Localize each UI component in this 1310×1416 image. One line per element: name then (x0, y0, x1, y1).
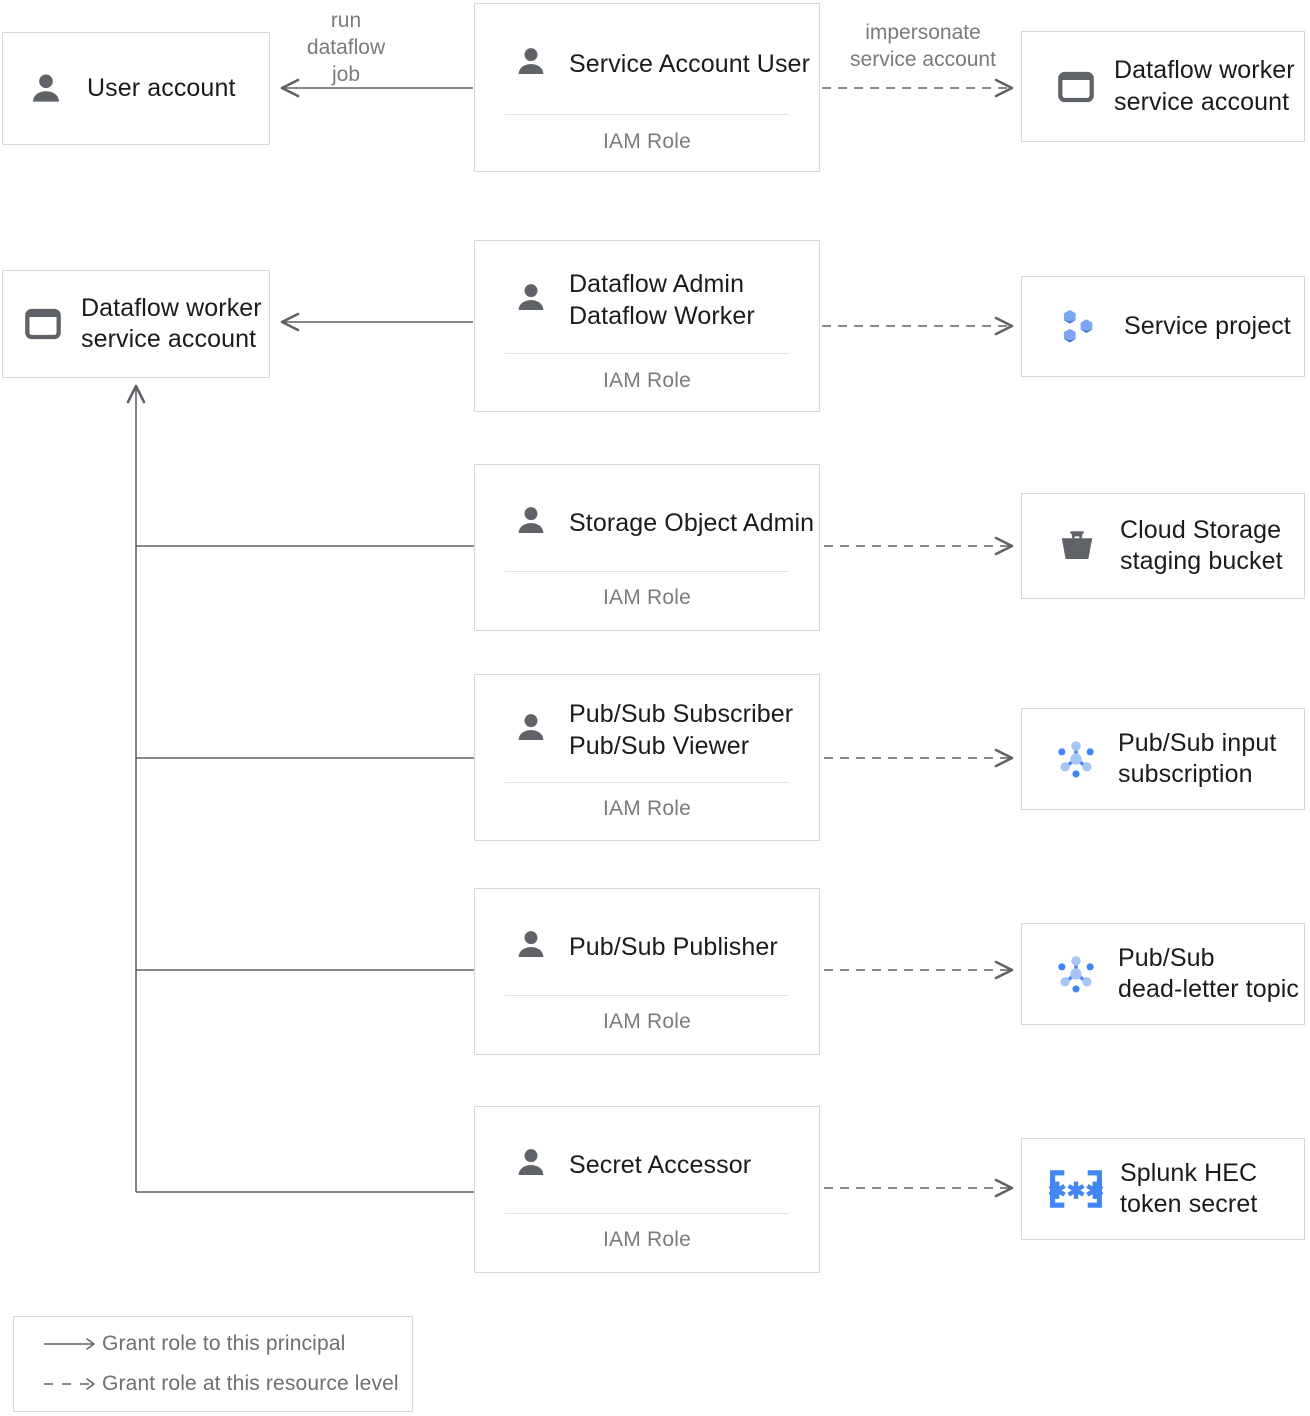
role-subtitle: IAM Role (603, 797, 691, 820)
role-subtitle: IAM Role (603, 586, 691, 609)
resource-splunk-hec-token-secret[interactable]: ✱✱✱ Splunk HEC token secret (1021, 1138, 1305, 1240)
role-card-storage-object-admin[interactable]: Storage Object Admin IAM Role (474, 464, 820, 631)
person-icon (511, 501, 551, 546)
legend-label: Grant role at this resource level (102, 1372, 399, 1395)
role-name: Dataflow Admin Dataflow Worker (569, 270, 755, 330)
person-icon (511, 925, 551, 970)
role-subtitle: IAM Role (603, 130, 691, 153)
resource-pubsub-dead-letter-topic[interactable]: Pub/Sub dead-letter topic (1021, 923, 1305, 1025)
legend-item-grant-role-to-principal: Grant role to this principal (14, 1329, 412, 1359)
role-card-dataflow-admin-worker[interactable]: Dataflow Admin Dataflow Worker IAM Role (474, 240, 820, 412)
resource-label: Splunk HEC token secret (1120, 1158, 1258, 1219)
dashed-arrow-icon (42, 1376, 102, 1392)
resource-label: Dataflow worker service account (1114, 56, 1295, 116)
legend: Grant role to this principal Grant role … (13, 1316, 413, 1412)
role-card-service-account-user[interactable]: Service Account User IAM Role (474, 3, 820, 172)
resource-cloud-storage-staging-bucket[interactable]: Cloud Storage staging bucket (1021, 493, 1305, 599)
project-hexagons-icon (1056, 304, 1102, 350)
role-name: Secret Accessor (569, 1150, 752, 1179)
card-divider (505, 114, 789, 115)
card-divider (505, 353, 789, 354)
service-account-icon (23, 304, 63, 344)
legend-item-grant-role-at-resource-level: Grant role at this resource level (14, 1369, 412, 1399)
resource-label: Service project (1124, 311, 1291, 340)
entity-label: Dataflow worker service account (81, 293, 262, 354)
resource-dataflow-worker-service-account[interactable]: Dataflow worker service account (1021, 31, 1305, 142)
role-card-secret-accessor[interactable]: Secret Accessor IAM Role (474, 1106, 820, 1273)
resource-label: Cloud Storage staging bucket (1120, 515, 1283, 576)
person-icon (511, 708, 551, 753)
role-subtitle: IAM Role (603, 369, 691, 392)
person-icon (511, 42, 551, 87)
svg-text:✱✱✱: ✱✱✱ (1048, 1179, 1105, 1204)
resource-service-project[interactable]: Service project (1021, 276, 1305, 377)
legend-label: Grant role to this principal (102, 1332, 346, 1355)
entity-label: User account (87, 73, 236, 102)
person-icon (511, 278, 551, 323)
person-icon (25, 68, 67, 110)
role-name: Storage Object Admin (569, 508, 815, 537)
role-name: Service Account User (569, 49, 810, 78)
edge-caption-impersonate-service-account: impersonate service account (850, 21, 996, 71)
service-account-icon (1056, 67, 1096, 107)
role-card-pubsub-publisher[interactable]: Pub/Sub Publisher IAM Role (474, 888, 820, 1055)
card-divider (505, 571, 789, 572)
role-subtitle: IAM Role (603, 1228, 691, 1251)
role-name: Pub/Sub Publisher (569, 932, 778, 961)
card-divider (505, 782, 789, 783)
person-icon (511, 1143, 551, 1188)
edge-caption-run-dataflow-job: run dataflow job (306, 9, 386, 86)
secret-manager-icon: ✱✱✱ (1046, 1165, 1106, 1213)
pubsub-icon (1050, 733, 1102, 785)
role-name: Pub/Sub Subscriber Pub/Sub Viewer (569, 700, 794, 760)
resource-label: Pub/Sub input subscription (1118, 728, 1277, 789)
entity-dataflow-worker-service-account[interactable]: Dataflow worker service account (2, 270, 270, 378)
resource-pubsub-input-subscription[interactable]: Pub/Sub input subscription (1021, 708, 1305, 810)
entity-user-account[interactable]: User account (2, 32, 270, 145)
card-divider (505, 995, 789, 996)
pubsub-icon (1050, 948, 1102, 1000)
cloud-storage-bucket-icon (1056, 525, 1098, 567)
role-card-pubsub-subscriber-viewer[interactable]: Pub/Sub Subscriber Pub/Sub Viewer IAM Ro… (474, 674, 820, 841)
resource-label: Pub/Sub dead-letter topic (1118, 943, 1299, 1004)
solid-arrow-icon (42, 1336, 102, 1352)
card-divider (505, 1213, 789, 1214)
role-subtitle: IAM Role (603, 1010, 691, 1033)
